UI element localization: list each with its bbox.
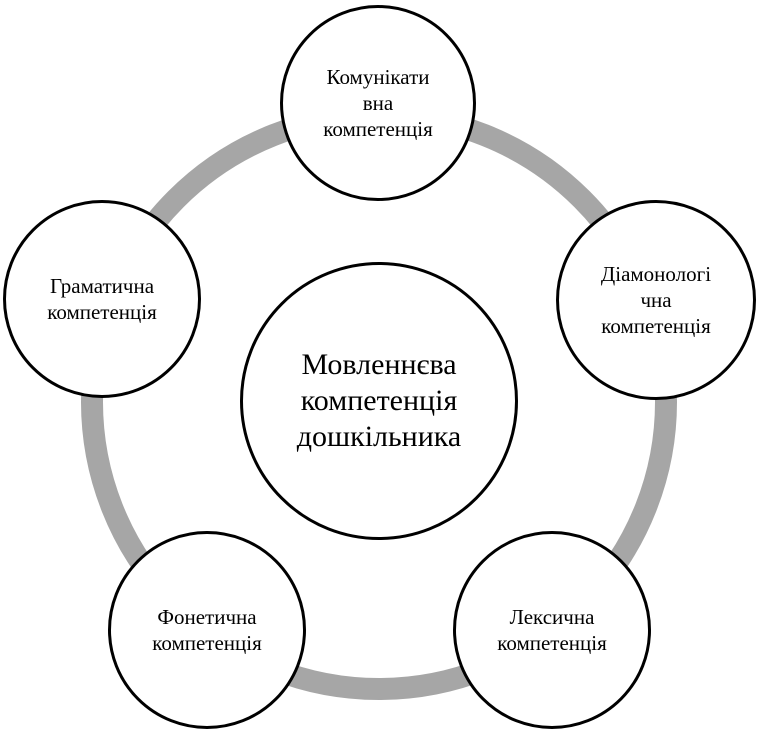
- center-node-label: Мовленнєва компетенція дошкільника: [284, 347, 474, 455]
- node-phonetic-competence: Фонетична компетенція: [108, 531, 306, 729]
- diamonological-line-1: Діамонологі: [600, 261, 712, 286]
- node-lexical-label: Лексична компетенція: [477, 604, 627, 657]
- node-communicative-label: Комунікати вна компетенція: [313, 64, 443, 143]
- lexical-line-2: компетенція: [497, 631, 607, 655]
- phonetic-line-2: компетенція: [152, 631, 262, 655]
- node-diamonological-label: Діамонологі чна компетенція: [589, 261, 723, 340]
- node-lexical-competence: Лексична компетенція: [453, 531, 651, 729]
- lexical-line-1: Лексична: [509, 604, 595, 629]
- node-grammatical-competence: Граматична компетенція: [3, 200, 201, 398]
- node-diamonological-competence: Діамонологі чна компетенція: [556, 200, 756, 400]
- diamonological-line-3: компетенція: [601, 314, 711, 339]
- communicative-line-3: компетенція: [323, 117, 433, 142]
- phonetic-line-1: Фонетична: [157, 604, 257, 629]
- node-grammatical-label: Граматична компетенція: [27, 273, 177, 326]
- node-phonetic-label: Фонетична компетенція: [132, 604, 282, 657]
- grammatical-line-2: компетенція: [47, 300, 157, 324]
- node-communicative-competence: Комунікати вна компетенція: [280, 5, 476, 201]
- center-label-line-3: дошкільника: [296, 420, 462, 453]
- center-label-line-1: Мовленнєва: [301, 348, 457, 381]
- grammatical-line-1: Граматична: [49, 273, 155, 298]
- diamonological-line-2: чна: [640, 287, 672, 312]
- center-label-line-2: компетенція: [300, 384, 458, 417]
- center-node-speech-competence: Мовленнєва компетенція дошкільника: [240, 262, 518, 540]
- communicative-line-1: Комунікати: [326, 64, 430, 89]
- communicative-line-2: вна: [362, 90, 394, 115]
